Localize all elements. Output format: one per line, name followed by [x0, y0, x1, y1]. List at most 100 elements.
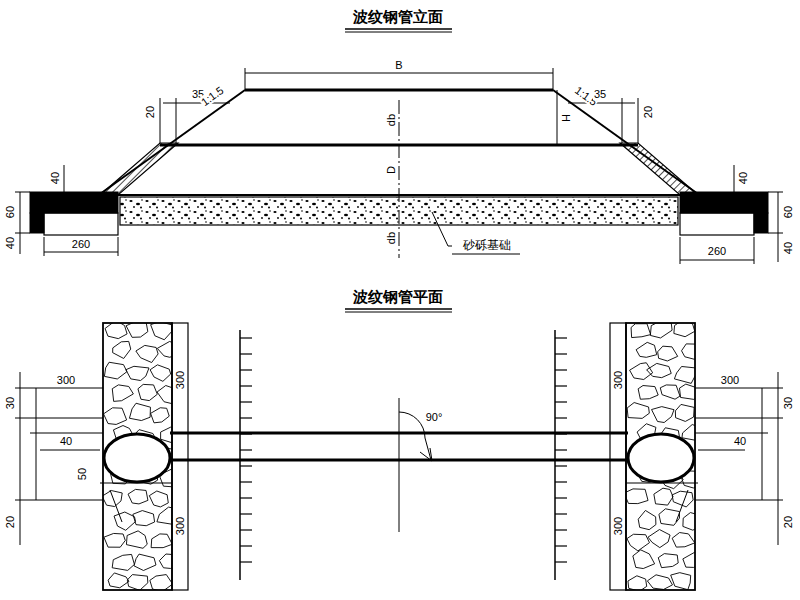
- rock-outline: [626, 489, 648, 504]
- rock-outline: [633, 550, 655, 569]
- slope-tick: [240, 385, 252, 386]
- rock-outline: [108, 573, 129, 588]
- slope-tick: [240, 561, 252, 562]
- rock-outline: [660, 385, 680, 399]
- slope-tick: [240, 369, 252, 370]
- rock-outline: [112, 554, 134, 570]
- dimension-label: 35: [593, 88, 607, 100]
- slope-tick: [240, 497, 252, 498]
- rock-outline: [150, 575, 172, 590]
- dimension-label: 40: [737, 171, 749, 185]
- dimension-label: 300: [56, 374, 76, 386]
- slope-tick: [555, 433, 567, 434]
- rock-outline: [674, 323, 695, 337]
- dimension-label: 300: [174, 516, 186, 536]
- dimension-label: 20: [642, 105, 654, 119]
- rock-outline: [627, 403, 649, 419]
- rock-outline: [650, 323, 672, 338]
- dimension-label: D: [385, 165, 397, 175]
- rock-outline: [105, 323, 127, 339]
- rock-outline: [658, 346, 678, 361]
- dimension-label: 260: [707, 245, 727, 257]
- dimension-label: 60: [782, 205, 794, 219]
- rock-outline: [652, 407, 674, 423]
- dimension-label: 20: [144, 105, 156, 119]
- view-title: 波纹钢管平面: [351, 289, 445, 306]
- rock-outline: [157, 341, 172, 357]
- rock-outline: [149, 491, 168, 507]
- rock-outline: [133, 511, 155, 526]
- rock-outline: [638, 386, 658, 400]
- rock-outline: [680, 384, 696, 399]
- rock-outline: [126, 323, 148, 337]
- rock-outline: [648, 530, 670, 548]
- rock-outline: [631, 324, 651, 338]
- rock-outline: [627, 534, 650, 551]
- dimension-label: 90°: [425, 411, 444, 423]
- slope-tick: [240, 465, 252, 466]
- slope-tick: [555, 401, 567, 402]
- dimension-label: db: [385, 113, 397, 127]
- dimension-label: db: [385, 231, 397, 245]
- slope-tick: [555, 513, 567, 514]
- rock-outline: [113, 341, 131, 358]
- dimension-label: 300: [720, 374, 740, 386]
- rock-outline: [136, 345, 158, 362]
- rock-outline: [104, 408, 127, 425]
- dimension-label: 300: [612, 516, 624, 536]
- dimension-label: 30: [4, 396, 16, 410]
- dimension-label: 40: [782, 241, 794, 255]
- slope-tick: [555, 353, 567, 354]
- rock-outline: [659, 509, 680, 526]
- slope-tick: [555, 385, 567, 386]
- rock-outline: [647, 575, 672, 590]
- rock-outline: [151, 408, 170, 423]
- slope-tick: [240, 353, 252, 354]
- rock-outline: [682, 425, 695, 441]
- rock-outline: [630, 363, 653, 380]
- rock-outline: [104, 533, 125, 547]
- slope-tick: [240, 337, 252, 338]
- rock-outline: [126, 366, 149, 380]
- rock-outline: [682, 344, 695, 359]
- slope-tick: [555, 465, 567, 466]
- dimension-label: 40: [4, 236, 16, 250]
- slope-tick: [555, 417, 567, 418]
- slope-tick: [555, 497, 567, 498]
- dimension-label: 60: [4, 205, 16, 219]
- dimension-label: 20: [782, 515, 794, 529]
- rock-outline: [672, 533, 695, 548]
- rock-outline: [151, 534, 172, 548]
- rock-outline: [104, 362, 127, 379]
- slope-tick: [240, 481, 252, 482]
- rock-outline: [103, 491, 122, 507]
- slope-tick: [555, 545, 567, 546]
- rock-outline: [129, 403, 150, 420]
- rock-outline: [128, 489, 148, 504]
- rock-outline: [674, 366, 695, 383]
- slope-tick: [240, 529, 252, 530]
- slope-tick: [555, 449, 567, 450]
- rock-outline: [151, 323, 172, 340]
- dimension-label: 300: [174, 370, 186, 390]
- rock-outline: [114, 512, 136, 530]
- dimension-label: 40: [49, 171, 61, 185]
- slope-tick: [240, 513, 252, 514]
- part-label: 砂砾基础: [462, 238, 512, 252]
- dimension-label: 260: [71, 238, 91, 250]
- slope-tick: [240, 449, 252, 450]
- slope-tick: [555, 337, 567, 338]
- view-title: 波纹钢管立面: [351, 9, 445, 26]
- rock-outline: [150, 365, 171, 382]
- slope-tick: [240, 545, 252, 546]
- slope-tick: [555, 369, 567, 370]
- rock-outline: [658, 554, 678, 568]
- rock-outline: [157, 507, 172, 524]
- rock-outline: [671, 573, 691, 590]
- rock-outline: [138, 384, 157, 400]
- slope-tick: [555, 529, 567, 530]
- rock-outline: [628, 576, 647, 590]
- rock-outline: [638, 510, 656, 529]
- rock-outline: [675, 404, 694, 421]
